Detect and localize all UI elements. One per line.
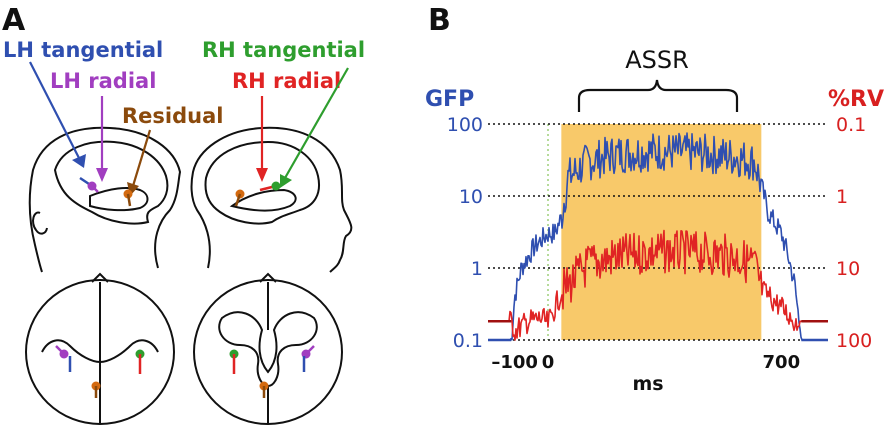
arrow-head-rh-radial xyxy=(256,168,268,182)
legend-lh-radial: LH radial xyxy=(50,69,156,93)
x-tick-label: –100 xyxy=(491,352,538,373)
left-tick-label: 0.1 xyxy=(453,330,483,352)
right-axis-title: %RV xyxy=(828,87,884,112)
x-axis-title: ms xyxy=(632,373,663,395)
right-tick-label: 0.1 xyxy=(836,114,866,136)
x-tick-label: 700 xyxy=(763,352,801,373)
rh-side-dipoles xyxy=(234,181,281,207)
assr-label: ASSR xyxy=(625,46,689,74)
rh-side-head xyxy=(190,126,353,273)
label-arrows xyxy=(29,61,349,187)
left-tick-label: 100 xyxy=(447,114,483,136)
rh-top-head xyxy=(193,272,343,425)
left-tick-label: 1 xyxy=(471,258,483,280)
lh-side-dipoles xyxy=(79,176,133,207)
left-tick-label: 10 xyxy=(459,186,483,208)
lh-top-dipoles xyxy=(55,345,145,398)
rv-trace xyxy=(488,229,828,341)
arrow-head-rh-tangential xyxy=(280,174,292,188)
arrow-lh-tangential xyxy=(29,61,81,161)
left-axis-title: GFP xyxy=(425,87,474,112)
arrow-head-lh-radial xyxy=(96,168,108,182)
assr-bracket xyxy=(577,79,739,112)
right-tick-label: 100 xyxy=(836,330,872,352)
arrow-heads xyxy=(72,154,292,196)
lh-side-head xyxy=(28,126,182,273)
arrow-residual xyxy=(131,129,152,187)
lh-top-head xyxy=(25,272,175,425)
arrow-head-lh-tangential xyxy=(72,154,86,168)
arrow-rh-tangential xyxy=(284,67,349,179)
right-tick-label: 10 xyxy=(836,258,860,280)
x-tick-label: 0 xyxy=(542,352,555,373)
gfp-trace xyxy=(488,132,828,341)
legend-residual: Residual xyxy=(122,104,223,128)
right-tick-label: 1 xyxy=(836,186,848,208)
legend-rh-tangential: RH tangential xyxy=(202,38,365,62)
panel-a-label: A xyxy=(2,3,26,38)
rh-top-dipoles xyxy=(229,345,315,398)
legend-rh-radial: RH radial xyxy=(232,69,341,93)
panel-b-label: B xyxy=(428,3,451,38)
legend-lh-tangential: LH tangential xyxy=(3,38,163,62)
